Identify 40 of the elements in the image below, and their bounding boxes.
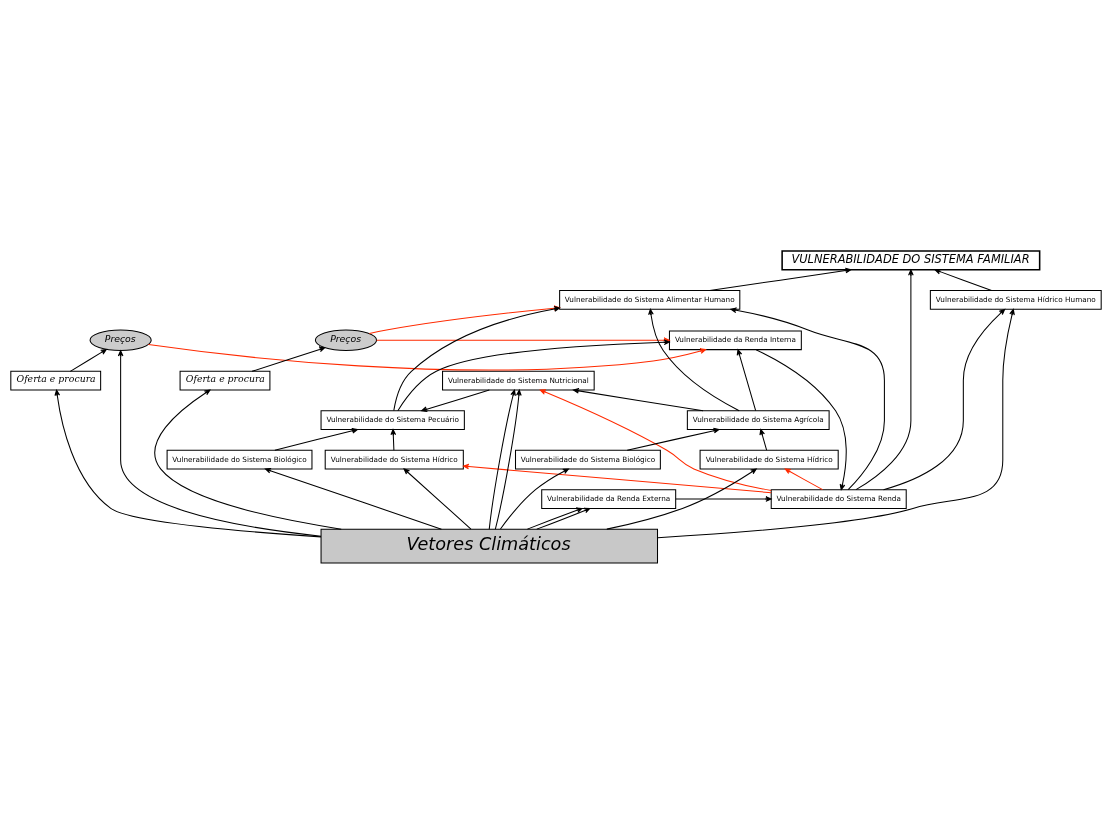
- node-ellipse: Preços: [89, 329, 152, 351]
- arrow: [709, 267, 852, 292]
- node-box: Oferta e procura: [179, 370, 271, 391]
- node-box: VULNERABILIDADE DO SISTEMA FAMILIAR: [781, 250, 1041, 271]
- arrow: [274, 428, 358, 451]
- node-box: Vetores Climáticos: [320, 528, 659, 564]
- arrow: [421, 389, 490, 412]
- arrow: [117, 350, 322, 537]
- arrow: [251, 346, 326, 372]
- arrow: [368, 305, 561, 335]
- arrow: [494, 389, 522, 530]
- arrow: [147, 344, 707, 371]
- arrow: [648, 308, 740, 412]
- arrow: [730, 307, 885, 491]
- arrow: [154, 389, 342, 530]
- arrow: [759, 429, 768, 451]
- arrow: [526, 507, 583, 530]
- arrow: [499, 468, 569, 530]
- arrow: [657, 308, 1015, 539]
- node-box: Oferta e procura: [10, 370, 102, 391]
- arrow: [675, 496, 772, 502]
- arrow: [403, 468, 472, 530]
- arrow: [855, 269, 914, 491]
- arrow: [755, 349, 847, 491]
- arrow: [54, 389, 322, 538]
- arrow: [264, 467, 442, 530]
- arrow: [539, 389, 772, 492]
- arrow: [572, 388, 704, 412]
- arrow: [736, 349, 757, 412]
- arrow: [626, 427, 720, 451]
- arrow: [536, 507, 591, 530]
- arrow: [934, 268, 993, 291]
- arrow: [784, 468, 824, 491]
- arrow: [390, 429, 397, 451]
- arrow: [393, 306, 561, 412]
- arrow: [606, 468, 757, 530]
- arrow: [488, 389, 516, 530]
- arrow: [883, 308, 1006, 491]
- arrow: [463, 463, 772, 494]
- arrow: [69, 348, 107, 372]
